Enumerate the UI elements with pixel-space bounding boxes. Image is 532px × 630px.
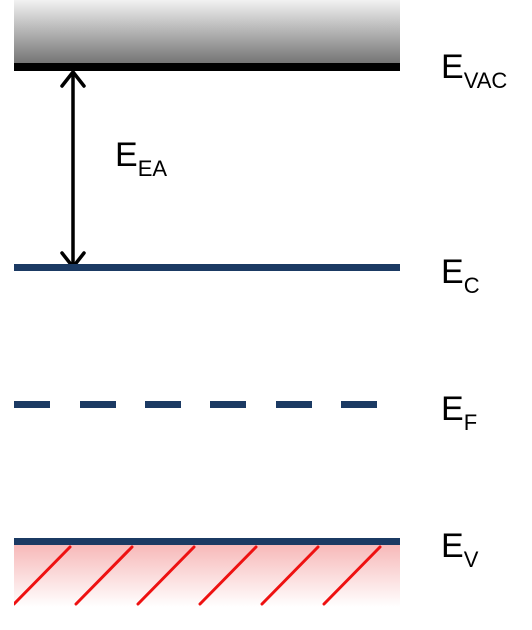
electron-affinity-label-main: E (115, 136, 138, 174)
valence-band-line (14, 538, 400, 545)
conduction-label-sub: C (463, 273, 480, 298)
conduction-band-label: EC (441, 253, 480, 297)
electron-affinity-arrow (60, 70, 86, 269)
fermi-level-label: EF (441, 390, 477, 434)
electron-affinity-label-sub: EA (137, 156, 168, 181)
vacuum-label-main: E (441, 48, 464, 86)
valence-label-sub: V (463, 547, 479, 572)
vacuum-region (14, 0, 400, 66)
valence-hatching (14, 545, 382, 606)
vacuum-level-line (14, 63, 400, 71)
conduction-band-line (14, 264, 400, 271)
vacuum-label-sub: VAC (463, 68, 508, 93)
vacuum-level-label: EVAC (441, 48, 507, 92)
electron-affinity-label: EEA (115, 136, 167, 180)
conduction-label-main: E (441, 253, 464, 291)
fermi-level-line (14, 401, 377, 408)
valence-label-main: E (441, 527, 464, 565)
fermi-label-main: E (441, 390, 464, 428)
valence-band-label: EV (441, 527, 478, 571)
fermi-label-sub: F (463, 410, 478, 435)
